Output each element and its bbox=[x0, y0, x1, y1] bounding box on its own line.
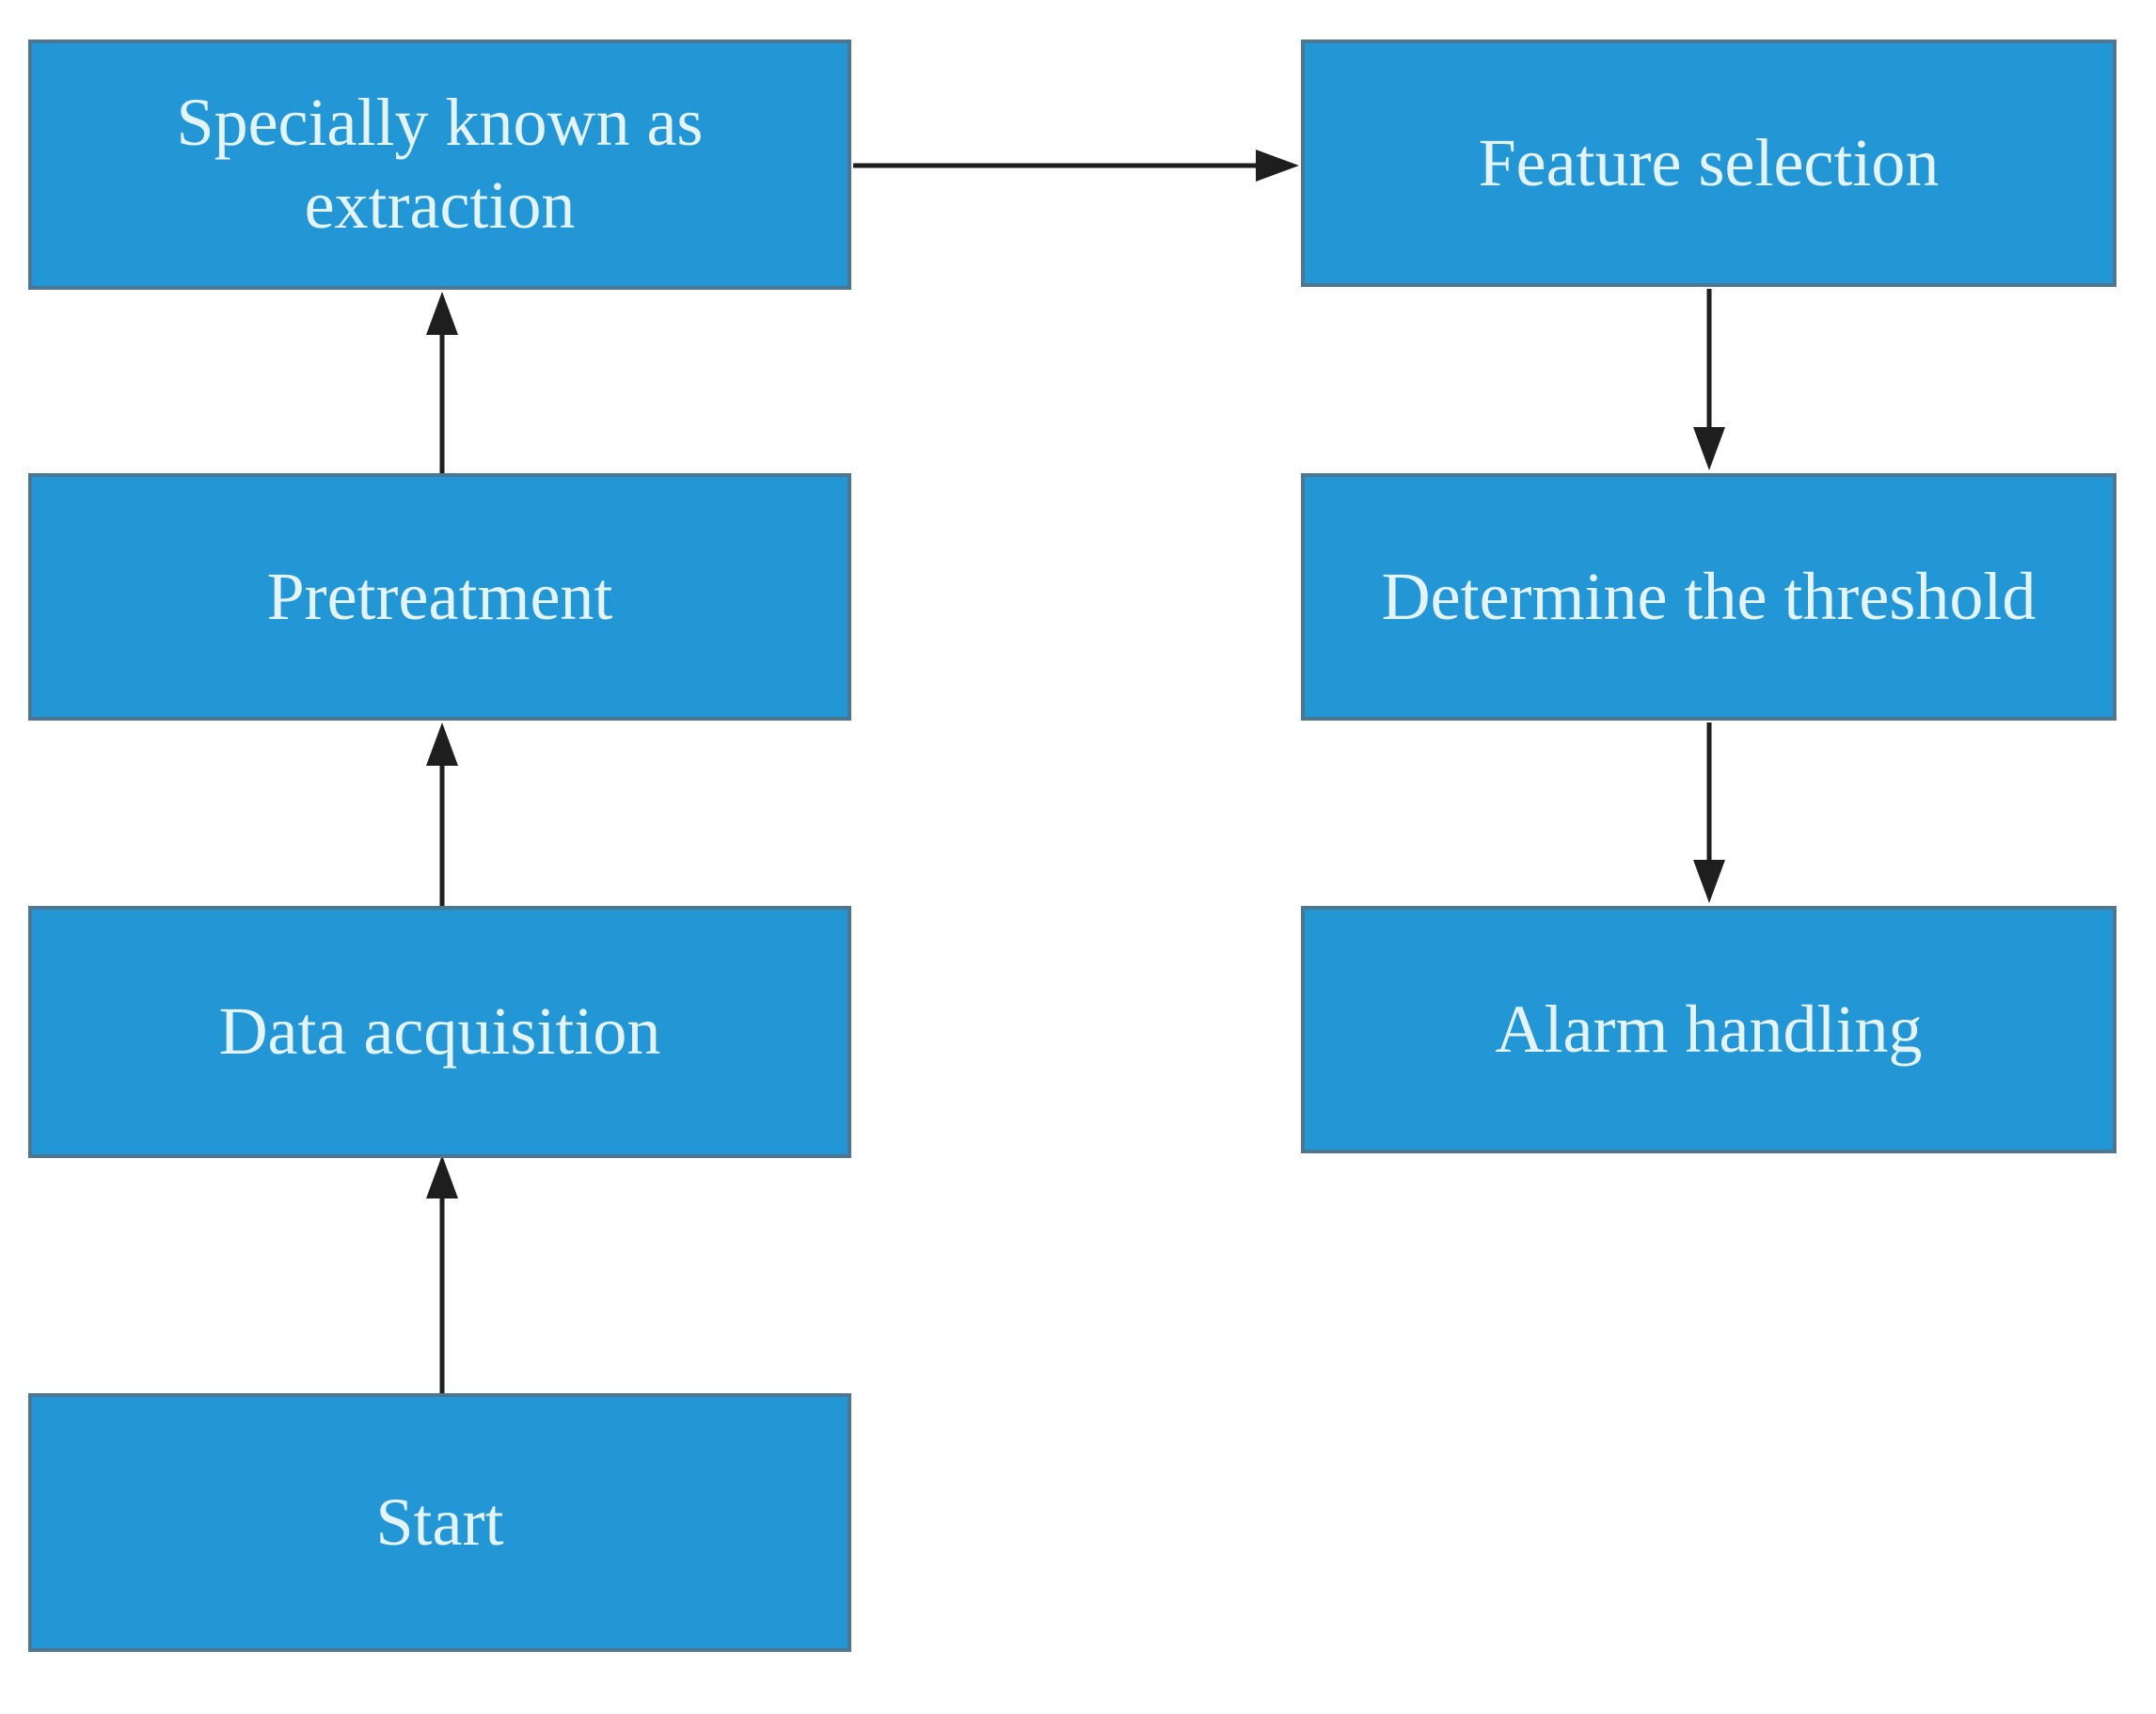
arrow-feature-selection-to-determine-threshold bbox=[1693, 289, 1725, 470]
node-extraction-label: Specially known as extraction bbox=[176, 85, 704, 243]
node-pretreatment: Pretreatment bbox=[28, 473, 851, 721]
node-alarm-handling-label: Alarm handling bbox=[1495, 991, 1923, 1067]
node-extraction: Specially known as extraction bbox=[28, 40, 851, 290]
node-start-label: Start bbox=[375, 1484, 504, 1560]
node-determine-threshold: Determine the threshold bbox=[1301, 473, 2116, 721]
node-data-acquisition: Data acquisition bbox=[28, 906, 851, 1158]
arrow-extraction-to-feature-selection bbox=[853, 150, 1299, 182]
node-alarm-handling: Alarm handling bbox=[1301, 906, 2116, 1153]
arrow-pretreatment-to-extraction bbox=[426, 292, 458, 473]
node-feature-selection-label: Feature selection bbox=[1478, 124, 1940, 200]
node-feature-selection: Feature selection bbox=[1301, 40, 2116, 287]
arrow-data-acquisition-to-pretreatment bbox=[426, 722, 458, 906]
arrow-determine-threshold-to-alarm-handling bbox=[1693, 722, 1725, 903]
node-data-acquisition-label: Data acquisition bbox=[218, 993, 661, 1070]
node-start: Start bbox=[28, 1393, 851, 1652]
node-pretreatment-label: Pretreatment bbox=[266, 558, 613, 634]
node-determine-threshold-label: Determine the threshold bbox=[1381, 558, 2037, 634]
arrow-start-to-data-acquisition bbox=[426, 1155, 458, 1393]
